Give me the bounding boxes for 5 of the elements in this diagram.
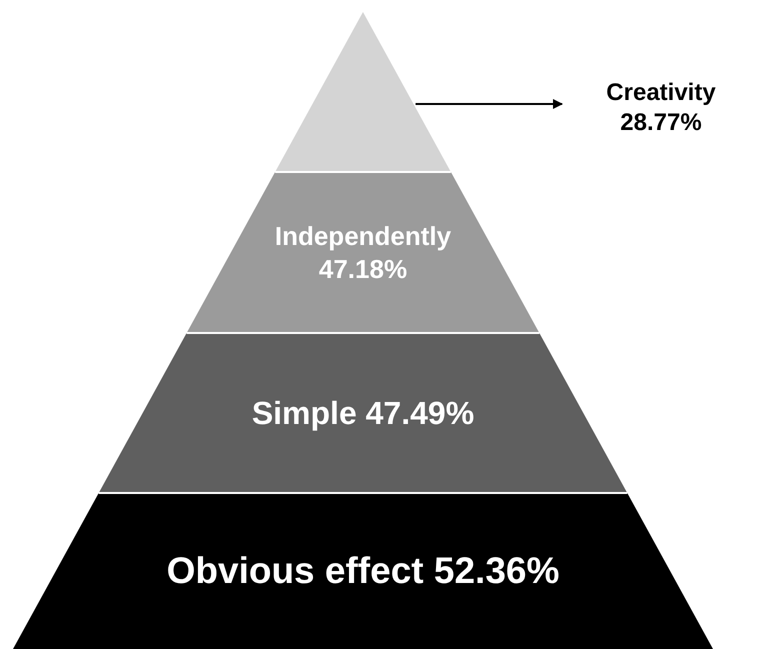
- arrow: [416, 99, 563, 109]
- band-label: Obvious effect 52.36%: [166, 548, 560, 593]
- band-label: Simple 47.49%: [252, 394, 474, 433]
- band-label: Independently 47.18%: [274, 220, 452, 285]
- band-label: Creativity 28.77%: [605, 78, 717, 138]
